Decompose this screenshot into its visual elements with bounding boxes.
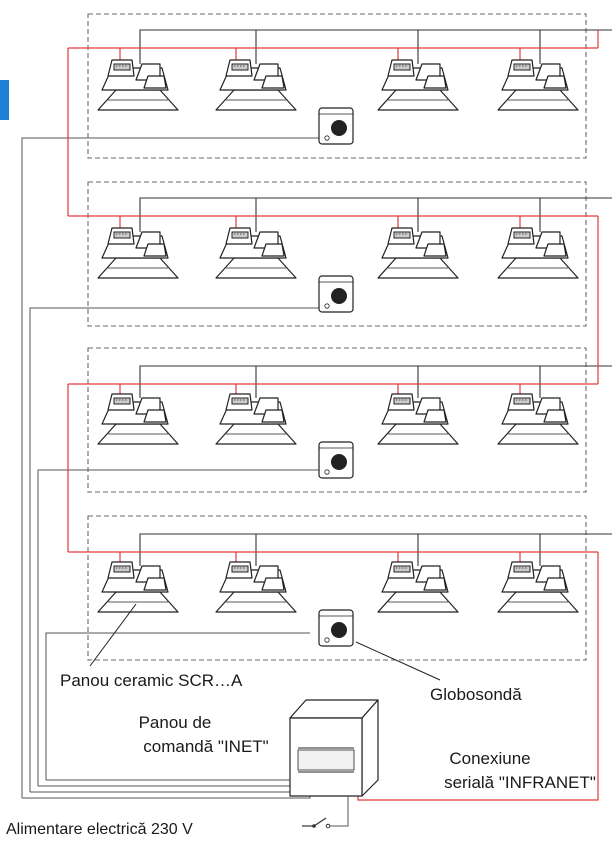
ceramic-heater-icon bbox=[215, 561, 297, 613]
globe-sensor-icon bbox=[318, 609, 354, 647]
globe-sensor-label: Globosondă bbox=[430, 685, 522, 704]
globe-sensor-icon bbox=[318, 275, 354, 313]
heater-panel-label: Panou ceramic SCR…A bbox=[60, 671, 243, 690]
ceramic-heater-icon bbox=[97, 561, 179, 613]
zone-2 bbox=[68, 181, 612, 327]
ceramic-heater-icon bbox=[497, 227, 579, 279]
ceramic-heater-icon bbox=[497, 561, 579, 613]
globe-sensor-icon bbox=[318, 107, 354, 145]
ceramic-heater-icon bbox=[215, 393, 297, 445]
control-panel-label-line1: Panou de bbox=[139, 713, 212, 732]
ceramic-heater-icon bbox=[377, 561, 459, 613]
ceramic-heater-icon bbox=[497, 59, 579, 111]
ceramic-heater-icon bbox=[377, 59, 459, 111]
ceramic-heater-icon bbox=[497, 393, 579, 445]
ceramic-heater-icon bbox=[377, 227, 459, 279]
globe-sensor-icon bbox=[318, 441, 354, 479]
serial-connection-label-line2: serială "INFRANET" bbox=[444, 773, 596, 792]
heater-leader-line bbox=[89, 603, 137, 667]
control-panel-icon bbox=[289, 699, 379, 797]
serial-connection-label-line1: Conexiune bbox=[449, 749, 530, 768]
ceramic-heater-icon bbox=[97, 59, 179, 111]
sensor-leader-line bbox=[355, 641, 441, 681]
ceramic-heater-icon bbox=[215, 227, 297, 279]
control-panel-label-line2: comandă "INET" bbox=[143, 737, 268, 756]
ceramic-heater-icon bbox=[97, 227, 179, 279]
ceramic-heater-icon bbox=[215, 59, 297, 111]
ceramic-heater-icon bbox=[97, 393, 179, 445]
zone-3 bbox=[68, 347, 612, 493]
switch-icon bbox=[302, 817, 331, 829]
zone-1 bbox=[68, 13, 612, 159]
power-supply-label: Alimentare electrică 230 V bbox=[6, 821, 193, 838]
zone-4 bbox=[68, 515, 612, 661]
ceramic-heater-icon bbox=[377, 393, 459, 445]
corner-badge bbox=[0, 80, 9, 120]
